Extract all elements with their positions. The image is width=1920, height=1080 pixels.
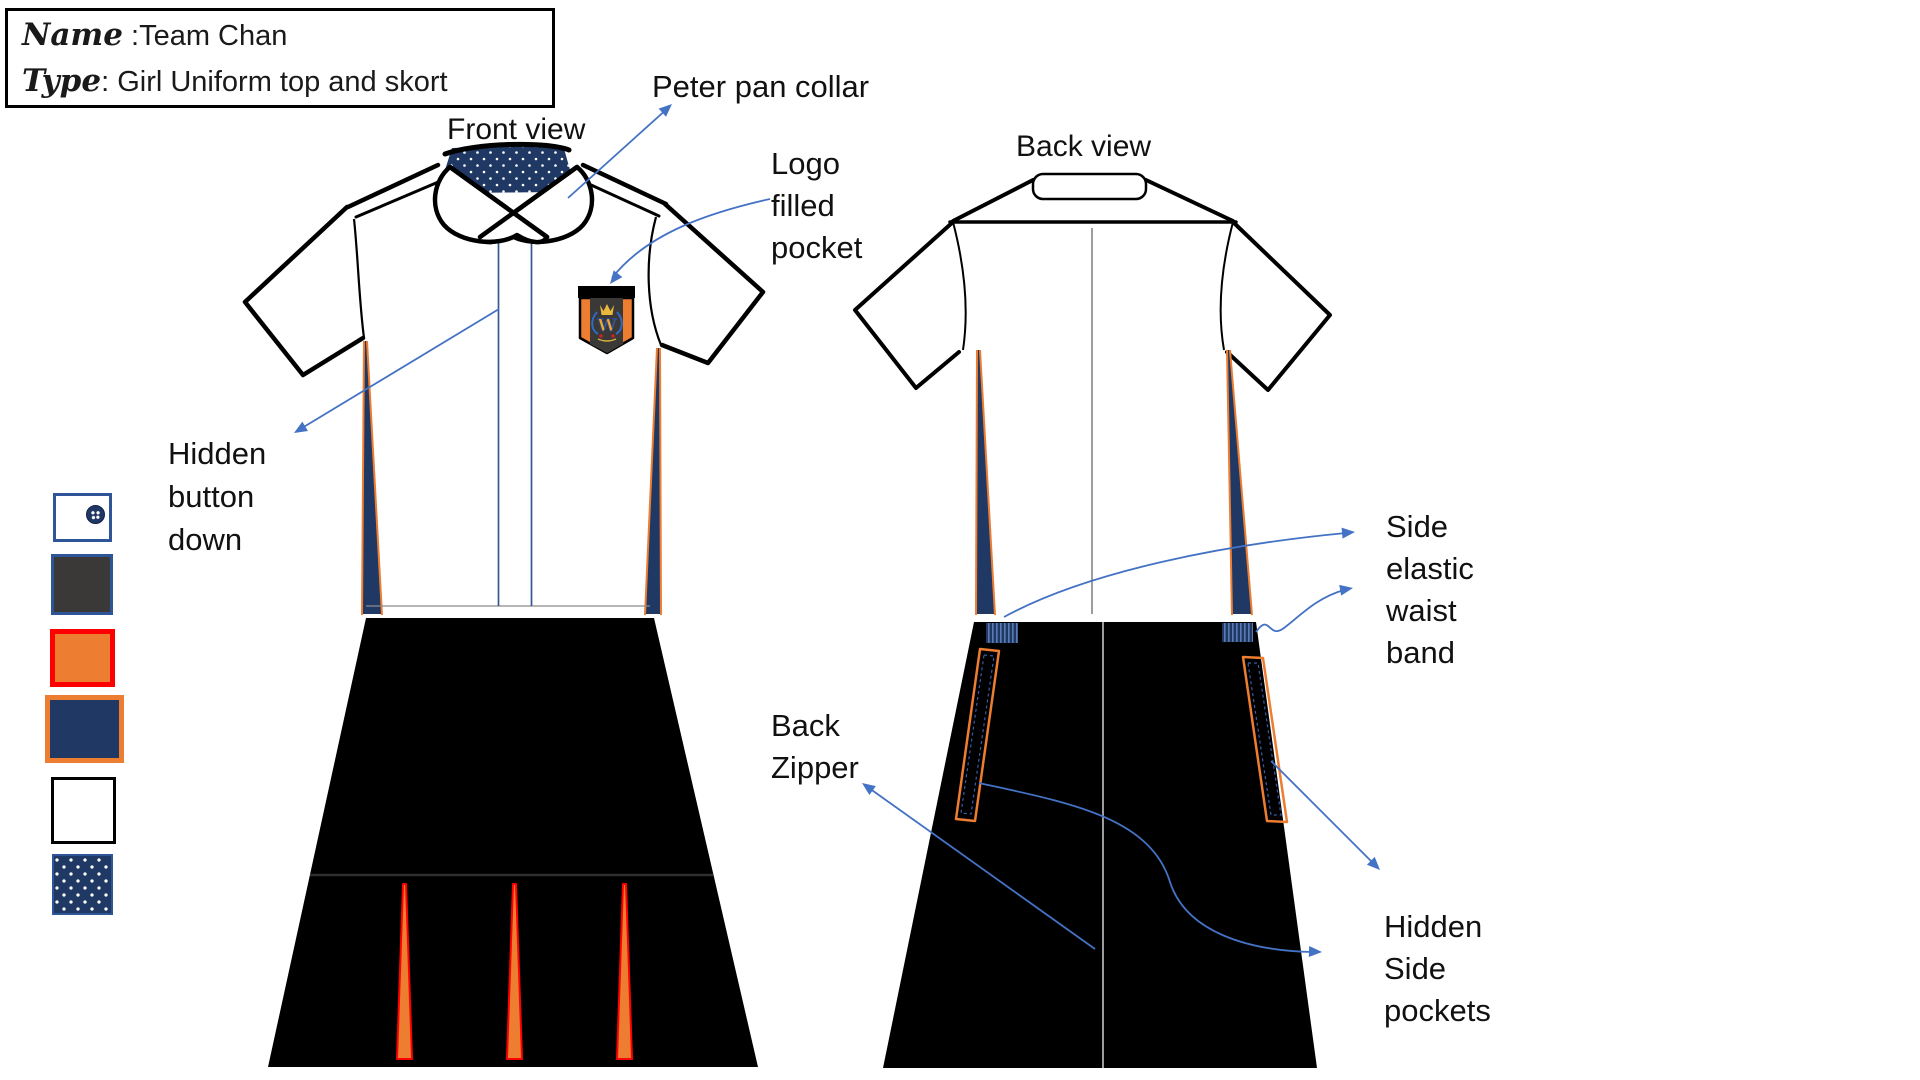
crest-monogram: W <box>596 316 617 336</box>
front-left-yoke-seam <box>354 178 445 219</box>
front-skort-shape <box>268 618 758 1067</box>
title-box: Name :Team Chan Type: Girl Uniform top a… <box>5 8 555 108</box>
label-line: Hidden <box>1384 909 1483 944</box>
front-right-armhole <box>647 216 663 346</box>
back-pocket-right <box>1241 655 1289 824</box>
back-collar-band <box>1031 172 1148 201</box>
type-label: Type <box>22 63 102 99</box>
label-line: Peter pan collar <box>652 69 870 104</box>
back-skort-shape <box>883 622 1317 1068</box>
back-left-shoulder <box>951 178 1035 223</box>
back-side-panel-right <box>1226 349 1253 616</box>
label-line: Hidden <box>168 436 267 471</box>
label-line: button <box>168 479 255 514</box>
pocket-top-band <box>578 286 635 298</box>
back-left-side <box>952 221 967 351</box>
side-elastic-label: Side elastic waist band <box>1386 506 1474 674</box>
side-elastic-arrow-right <box>1255 584 1353 633</box>
back-view-label: Back view <box>1016 130 1152 163</box>
label-line: Back <box>771 708 840 743</box>
label-line: waist <box>1386 593 1457 628</box>
collar-leaf-left <box>432 164 550 245</box>
back-side-panel-left <box>975 349 996 616</box>
label-line: Side <box>1384 951 1447 986</box>
label-line: Zipper <box>771 750 859 785</box>
peter-pan-collar-shape <box>432 141 595 245</box>
back-left-sleeve <box>853 220 961 390</box>
annotation-arrows <box>294 104 1380 958</box>
name-value: Team Chan <box>139 20 288 52</box>
front-left-shoulder-seam <box>345 162 441 210</box>
swatch-white <box>51 777 116 844</box>
button-icon <box>86 505 105 524</box>
swatch-dark-gray <box>51 554 113 615</box>
swatch-navy <box>45 695 124 763</box>
hidden-button-arrow <box>294 308 500 433</box>
label-line: band <box>1386 635 1455 670</box>
front-right-sleeve <box>659 201 766 366</box>
hidden-pockets-arrow-right <box>1270 760 1380 870</box>
swatch-orange <box>50 629 115 687</box>
skort-pleat <box>506 883 523 1060</box>
skort-pleat <box>616 883 633 1060</box>
front-view-label: Front view <box>447 113 586 146</box>
elastic-waistband-left <box>986 623 1018 643</box>
label-line: down <box>168 522 243 557</box>
name-label: Name <box>22 17 123 53</box>
front-left-sleeve <box>242 204 366 378</box>
label-line: Side <box>1386 509 1449 544</box>
back-right-side <box>1219 221 1234 351</box>
logo-pocket-shape: W <box>578 286 635 355</box>
hidden-pockets-label: Hidden Side pockets <box>1384 906 1491 1032</box>
type-field: Type: Girl Uniform top and skort <box>22 63 448 99</box>
elastic-waistband-right <box>1222 623 1253 642</box>
front-side-panel-right <box>644 347 662 616</box>
back-zipper-arrow <box>862 783 1096 950</box>
back-view-drawing <box>853 172 1332 1068</box>
hidden-pockets-arrow-left <box>978 782 1322 958</box>
collar-top-edge <box>442 141 572 157</box>
label-line: Logo <box>771 146 840 181</box>
polka-collar-stand <box>445 145 570 193</box>
label-line: pocket <box>771 230 863 265</box>
name-field: Name :Team Chan <box>22 17 288 53</box>
label-line: elastic <box>1386 551 1474 586</box>
logo-pocket-label: Logo filled pocket <box>771 143 862 269</box>
side-elastic-arrow-left <box>1003 527 1355 618</box>
swatch-white-with-button <box>53 493 112 542</box>
peter-pan-collar-arrow <box>567 104 672 199</box>
school-crest: W <box>591 304 623 342</box>
back-right-sleeve <box>1225 220 1332 392</box>
label-line: filled <box>771 188 835 223</box>
back-pocket-left <box>954 647 1001 823</box>
front-view-drawing: W <box>242 141 766 1067</box>
logo-pocket-arrow <box>610 198 771 284</box>
hidden-button-label: Hidden button down <box>168 432 266 561</box>
back-right-shoulder <box>1144 178 1235 223</box>
peter-pan-collar-label: Peter pan collar <box>652 66 869 108</box>
label-line: pockets <box>1384 993 1491 1028</box>
swatch-navy-polka-dot <box>52 854 113 915</box>
skort-pleat <box>396 883 413 1060</box>
back-zipper-label: Back Zipper <box>771 705 859 789</box>
type-value: Girl Uniform top and skort <box>117 66 448 98</box>
front-left-armhole <box>352 218 366 339</box>
